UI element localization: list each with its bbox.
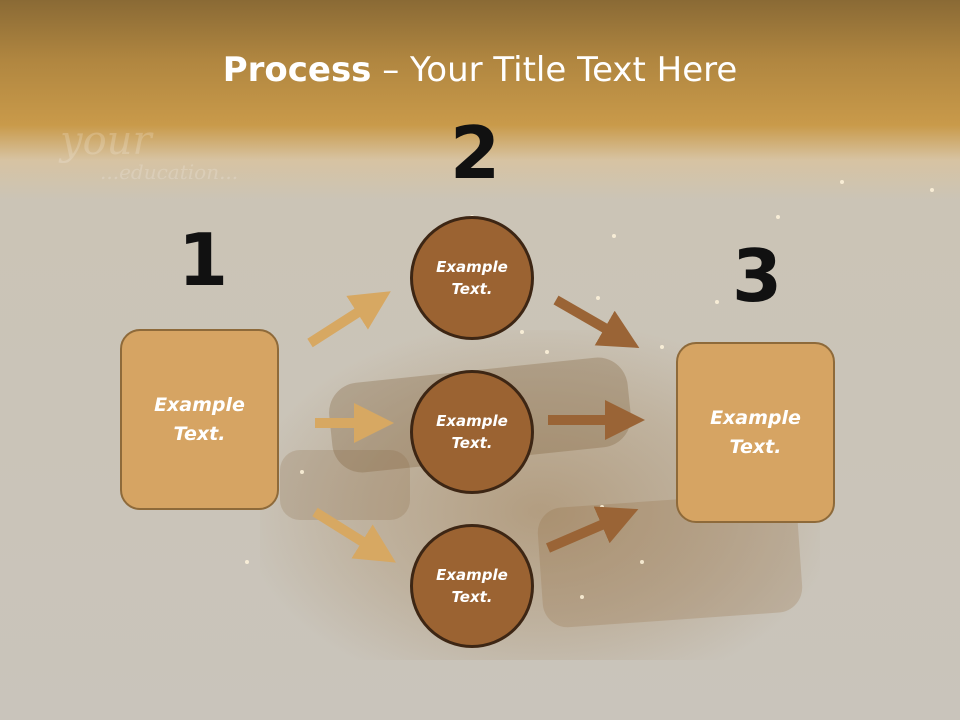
sparkle-dot: [300, 470, 304, 474]
sparkle-dot: [660, 345, 664, 349]
step-2-text-middle: Example Text.: [436, 411, 508, 453]
sparkle-dot: [612, 234, 616, 238]
arrow-2c-to-3: [546, 506, 639, 553]
sparkle-dot: [715, 300, 719, 304]
background-book: [280, 450, 410, 520]
step-number-1: 1: [178, 218, 229, 302]
sparkle-dot: [596, 296, 600, 300]
step-2-text-bottom: Example Text.: [436, 565, 508, 607]
step-3-box: Example Text.: [676, 342, 835, 523]
background-script-watermark: ...education...: [100, 160, 239, 184]
arrow-2a-to-3: [553, 295, 640, 348]
step-2-circle-middle: Example Text.: [410, 370, 534, 494]
step-1-box: Example Text.: [120, 329, 279, 510]
step-number-3: 3: [732, 234, 783, 318]
sparkle-dot: [245, 560, 249, 564]
step-2-circle-bottom: Example Text.: [410, 524, 534, 648]
step-3-text: Example Text.: [710, 407, 801, 458]
background-script-watermark: y​o​u​r: [60, 118, 152, 164]
title-bold: Process: [222, 50, 372, 90]
slide-title: Process – Your Title Text Here: [0, 50, 960, 90]
step-2-circle-top: Example Text.: [410, 216, 534, 340]
sparkle-dot: [930, 188, 934, 192]
step-number-2: 2: [450, 111, 501, 195]
arrow-1-to-2c: [312, 507, 396, 563]
step-1-text: Example Text.: [154, 394, 245, 445]
arrow-1-to-2a: [307, 291, 391, 348]
title-rest: – Your Title Text Here: [371, 50, 738, 90]
sparkle-dot: [640, 560, 644, 564]
sparkle-dot: [580, 595, 584, 599]
sparkle-dot: [776, 215, 780, 219]
step-2-text-top: Example Text.: [436, 257, 508, 299]
sparkle-dot: [545, 350, 549, 354]
sparkle-dot: [520, 330, 524, 334]
sparkle-dot: [840, 180, 844, 184]
